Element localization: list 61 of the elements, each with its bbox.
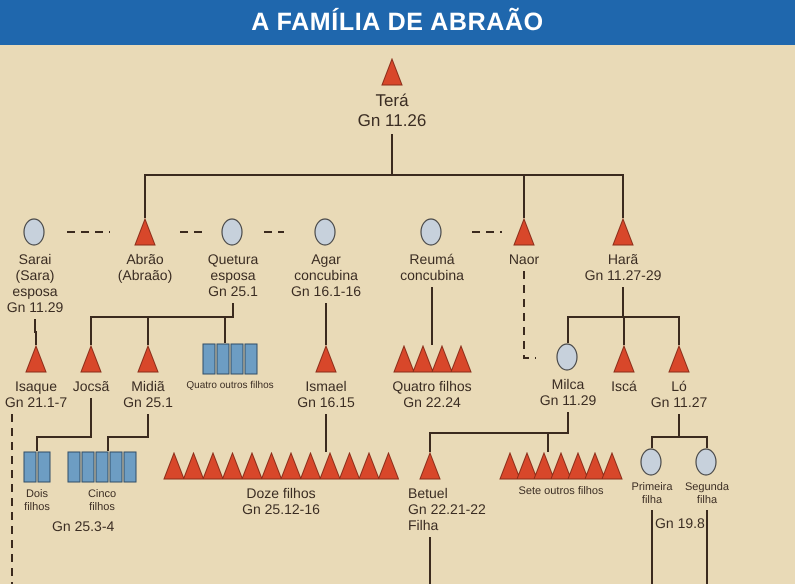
family-line <box>651 510 653 584</box>
member-name: Primeira filha <box>630 481 674 506</box>
family-line <box>34 319 37 345</box>
family-line <box>429 537 431 584</box>
dashed-connector <box>11 414 13 584</box>
scripture-reference: Gn 21.1-7 <box>4 394 68 410</box>
family-line <box>224 303 234 343</box>
member-name: Quatro outros filhos <box>186 380 274 392</box>
family-line <box>325 303 327 345</box>
scripture-reference: Gn 11.27-29 <box>584 267 662 284</box>
member-name: Jocsã <box>72 378 110 394</box>
scripture-reference: Gn 25.3-4 <box>52 517 114 536</box>
family-member <box>163 452 399 518</box>
member-name: Ismael <box>305 378 347 394</box>
family-member <box>67 451 137 514</box>
family-line <box>36 398 92 451</box>
family-line <box>706 510 708 584</box>
member-name: Quetura esposa <box>206 251 260 284</box>
scripture-reference: Gn 16.1-16 <box>290 283 362 300</box>
dashed-connector <box>523 271 536 359</box>
family-line <box>325 414 327 452</box>
scripture-reference: Gn 25.1 <box>208 283 258 300</box>
scripture-reference: Gn 19.8 <box>655 514 705 533</box>
dashed-connector <box>472 231 502 233</box>
scripture-reference: Gn 25.1 <box>123 394 173 410</box>
family-line <box>431 287 433 345</box>
member-name: Iscá <box>611 378 637 394</box>
member-name: Abrão (Abraão) <box>116 251 174 284</box>
member-name: Dois filhos <box>23 488 51 514</box>
dashed-connector <box>264 231 284 233</box>
member-name: Betuel <box>408 485 448 502</box>
member-name: Quatro filhos <box>392 378 472 394</box>
member-name: Doze filhos <box>246 485 316 502</box>
title: A FAMÍLIA DE ABRAÃO <box>251 6 544 38</box>
scripture-reference: Gn 22.24 <box>403 394 461 410</box>
scripture-reference: Gn 25.12-16 <box>242 501 320 518</box>
family-line <box>678 414 708 448</box>
member-name: Midiã <box>131 378 165 394</box>
scripture-reference: Gn 11.29 <box>540 392 596 408</box>
dashed-connector <box>67 231 110 233</box>
member-name: Ló <box>671 378 687 394</box>
member-name: Milca <box>552 376 584 392</box>
family-line <box>107 414 149 451</box>
member-name: Naor <box>508 251 540 268</box>
scripture-reference: Gn 22.21-22 Filha <box>408 501 487 534</box>
scripture-reference: Gn 11.26 <box>358 110 426 130</box>
scripture-reference: Gn 11.29 <box>6 299 64 316</box>
member-name: Isaque <box>14 378 58 394</box>
dashed-connector <box>180 231 202 233</box>
member-name: Agar concubina <box>293 251 359 284</box>
member-name: Segunda filha <box>684 481 730 506</box>
family-line <box>547 412 569 452</box>
member-name: Cinco filhos <box>86 488 118 514</box>
member-name: Reumá concubina <box>399 251 465 284</box>
member-name: Harã <box>608 251 638 268</box>
member-name: Sete outros filhos <box>518 485 604 498</box>
member-name: Terá <box>375 91 409 111</box>
scripture-reference: Gn 11.27 <box>650 394 708 410</box>
scripture-reference: Gn 16.15 <box>297 394 355 410</box>
member-name: Sarai (Sara) esposa <box>11 251 59 300</box>
family-line <box>391 134 624 218</box>
